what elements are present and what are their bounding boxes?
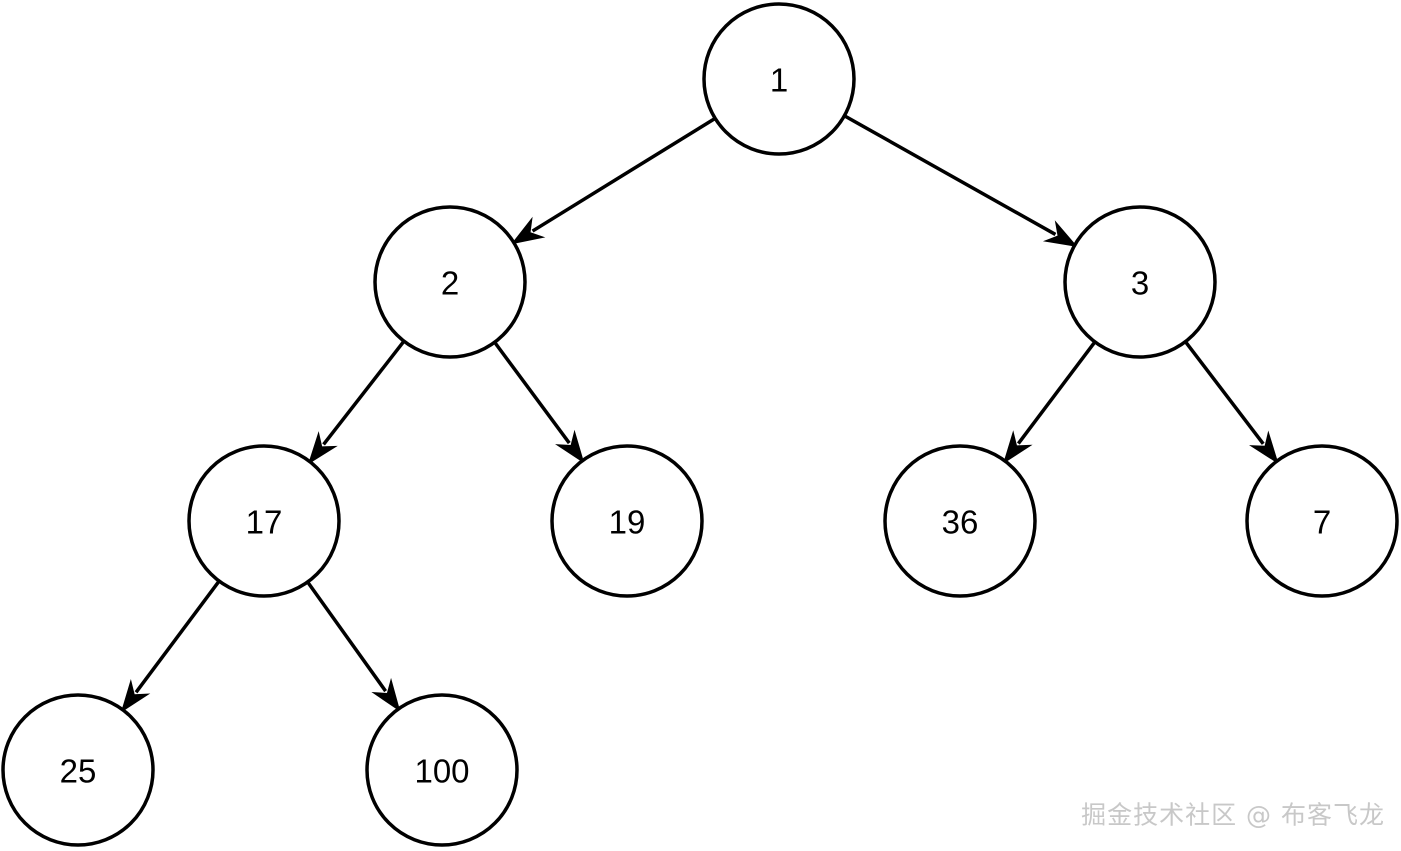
arrow-head-icon	[1042, 220, 1078, 247]
node-circle[interactable]	[373, 205, 527, 359]
tree-node[interactable]: 2	[373, 205, 527, 359]
tree-node[interactable]: 25	[1, 693, 155, 847]
watermark-label: 掘金技术社区 @ 布客飞龙	[1081, 801, 1385, 830]
node-value-label: 25	[60, 753, 97, 790]
tree-node[interactable]: 1	[702, 2, 856, 156]
tree-edge	[120, 580, 221, 713]
node-value-label: 36	[942, 504, 979, 541]
node-circle[interactable]	[1063, 205, 1217, 359]
tree-node[interactable]: 17	[187, 444, 341, 598]
arrow-head-icon	[120, 679, 151, 713]
tree-edge	[1003, 340, 1097, 464]
tree-node[interactable]: 36	[883, 444, 1037, 598]
tree-edge	[307, 340, 406, 465]
node-value-label: 100	[414, 753, 469, 790]
arrow-head-icon	[307, 431, 338, 465]
node-circle[interactable]	[550, 444, 704, 598]
tree-edge	[493, 341, 585, 464]
node-circle[interactable]	[365, 693, 519, 847]
node-circle[interactable]	[1245, 444, 1399, 598]
node-value-label: 19	[609, 504, 646, 541]
tree-edge	[1184, 340, 1279, 465]
edge-layer	[120, 114, 1279, 713]
tree-node[interactable]: 7	[1245, 444, 1399, 598]
node-circle[interactable]	[1, 693, 155, 847]
tree-edge	[306, 580, 401, 712]
arrow-head-icon	[555, 429, 585, 464]
arrow-head-icon	[1249, 430, 1279, 465]
node-circle[interactable]	[187, 444, 341, 598]
arrow-head-icon	[510, 216, 546, 245]
node-value-label: 7	[1313, 504, 1331, 541]
node-value-label: 3	[1131, 265, 1149, 302]
node-circle[interactable]	[702, 2, 856, 156]
node-circle[interactable]	[883, 444, 1037, 598]
arrow-head-icon	[371, 677, 401, 712]
tree-node[interactable]: 100	[365, 693, 519, 847]
arrow-head-icon	[1003, 430, 1033, 464]
node-value-label: 1	[770, 62, 788, 99]
tree-node[interactable]: 3	[1063, 205, 1217, 359]
tree-edge	[510, 116, 717, 245]
tree-edge	[843, 114, 1078, 247]
node-value-label: 17	[246, 504, 283, 541]
node-value-label: 2	[441, 265, 459, 302]
tree-node[interactable]: 19	[550, 444, 704, 598]
